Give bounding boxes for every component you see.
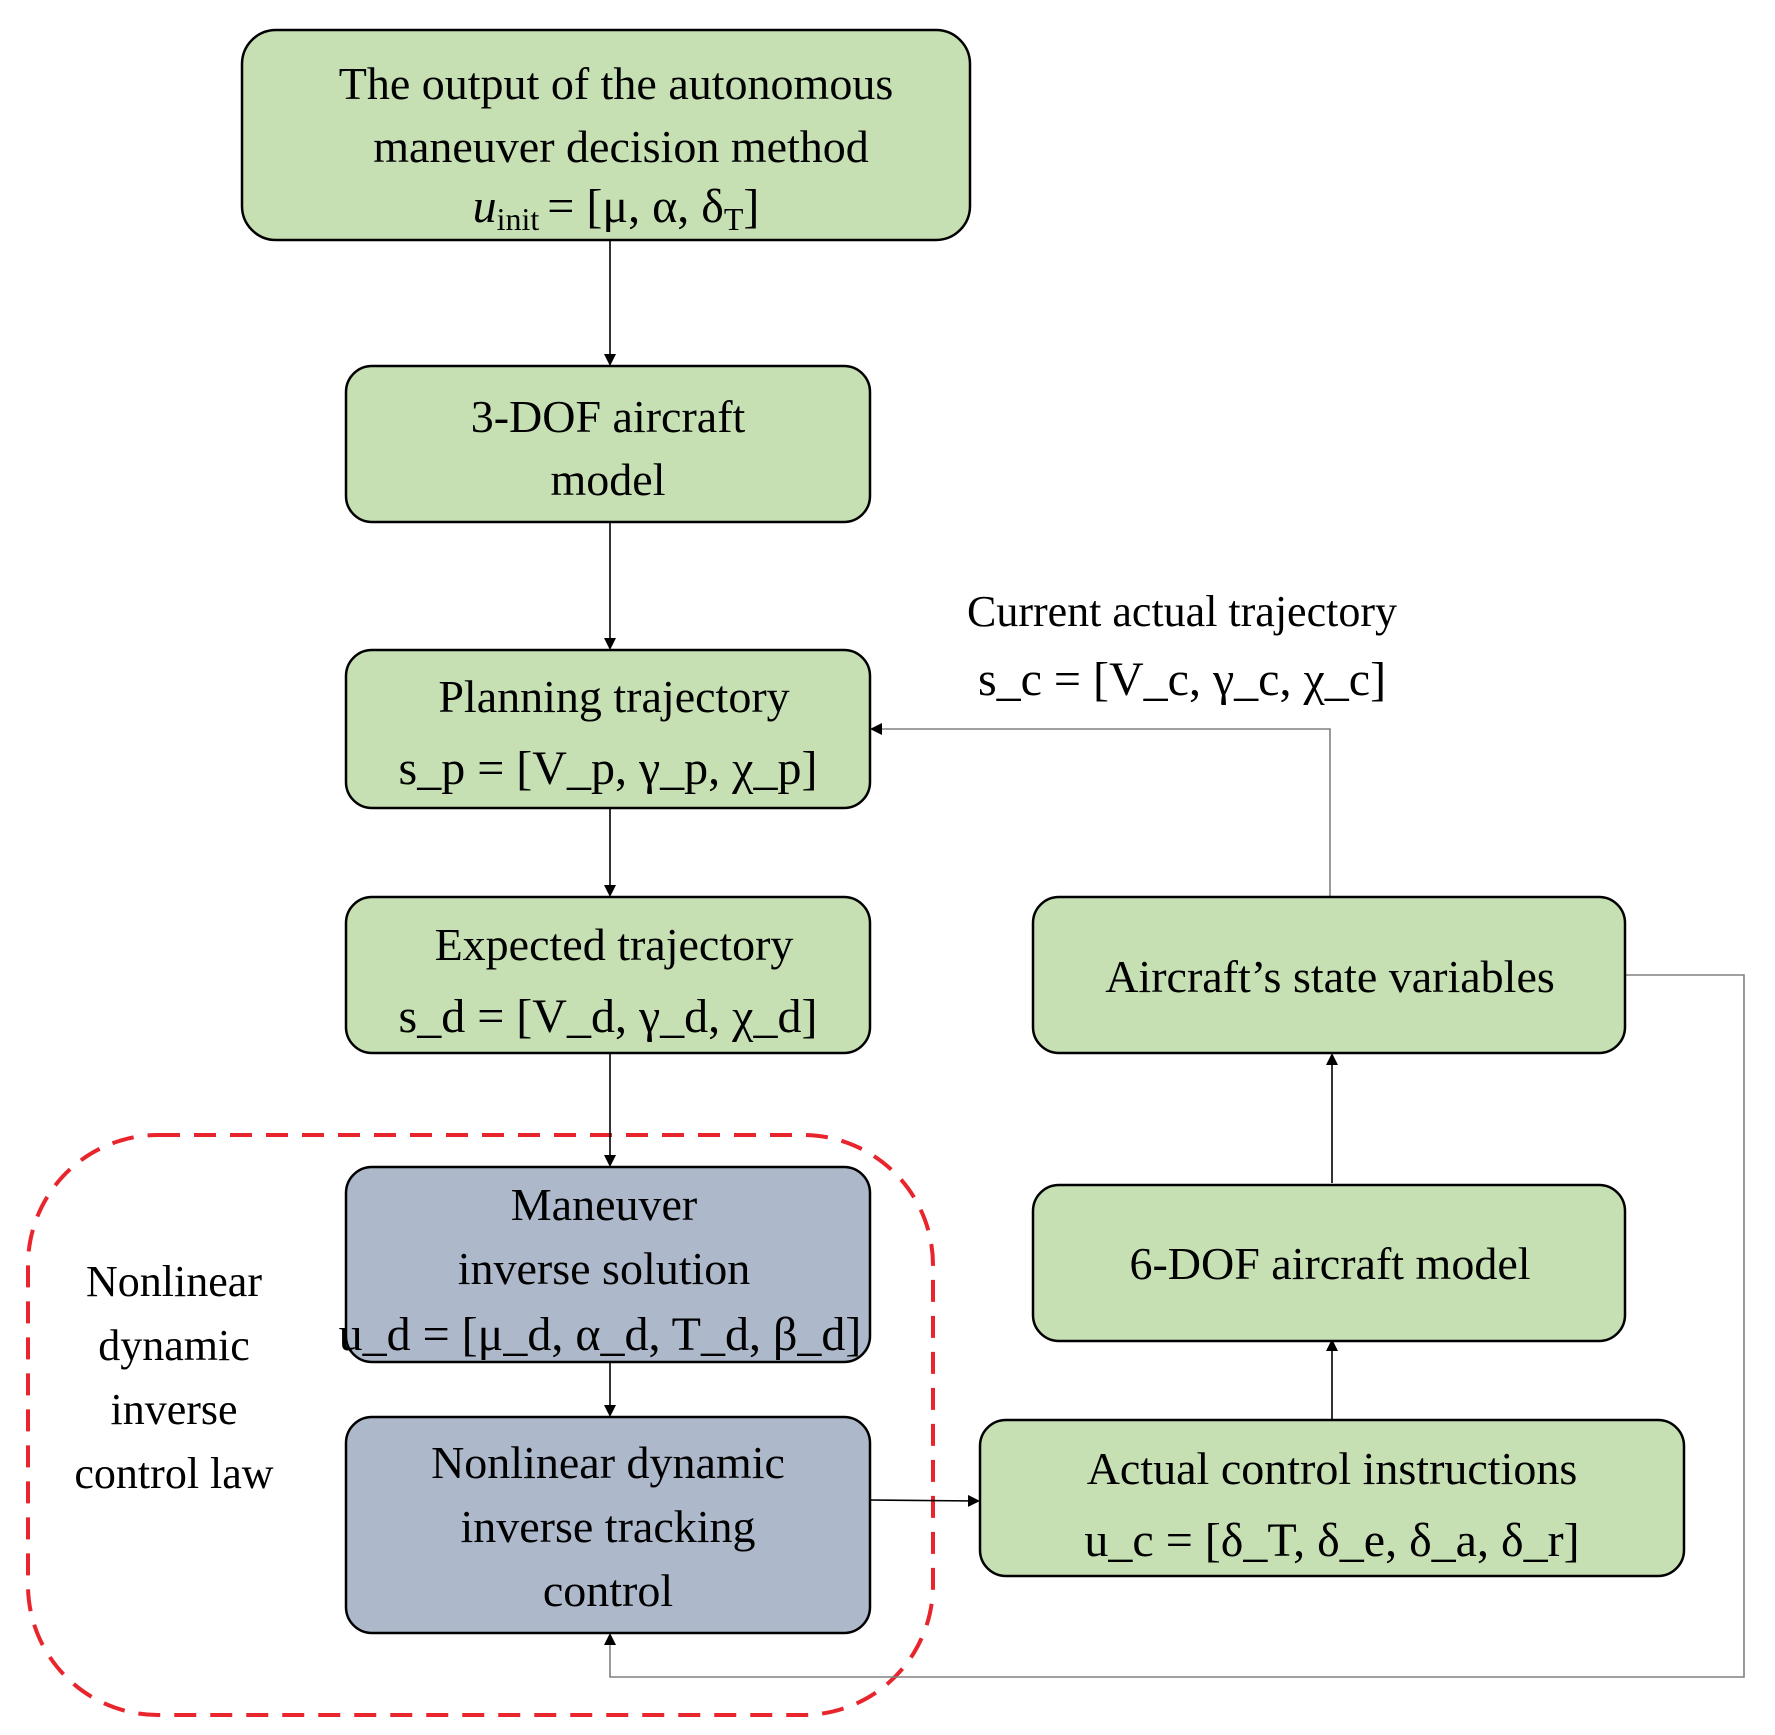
ndi-law-line4: control law: [74, 1449, 273, 1498]
node-maneuver-inverse-solution: Maneuver inverse solution u_d = [μ_d, α_…: [339, 1165, 872, 1364]
node-expected-trajectory: Expected trajectory s_d = [V_d, γ_d, χ_d…: [344, 895, 872, 1055]
edges: [604, 240, 1745, 1678]
autonomous-output-line2: maneuver decision method: [373, 121, 869, 172]
ndi-control-law-region: [26, 1133, 935, 1717]
maneuver-inverse-line2: inverse solution: [458, 1243, 751, 1294]
node-actual-control-instructions: Actual control instructions u_c = [δ_T, …: [978, 1418, 1686, 1578]
planning-trajectory-line1: Planning trajectory: [438, 671, 789, 722]
ndi-tracking-line2: inverse tracking: [460, 1501, 755, 1552]
autonomous-output-line1: The output of the autonomous: [339, 58, 893, 109]
expected-trajectory-line1: Expected trajectory: [435, 919, 794, 970]
node-planning-trajectory: Planning trajectory s_p = [V_p, γ_p, χ_p…: [344, 648, 872, 810]
expected-trajectory-equation: s_d = [V_d, γ_d, χ_d]: [399, 990, 818, 1043]
maneuver-inverse-line1: Maneuver: [511, 1179, 697, 1230]
ndi-law-line1: Nonlinear: [86, 1257, 262, 1306]
autonomous-output-equation: uinit= [μ, α, δT]: [473, 180, 760, 237]
edge-state-to-planning: [870, 723, 1331, 897]
current-trajectory-equation: s_c = [V_c, γ_c, χ_c]: [978, 653, 1386, 706]
state-variables-line1: Aircraft’s state variables: [1105, 951, 1555, 1002]
edge-ndi-to-actual: [867, 1494, 980, 1507]
actual-control-equation: u_c = [δ_T, δ_e, δ_a, δ_r]: [1084, 1514, 1579, 1567]
6dof-model-line1: 6-DOF aircraft model: [1129, 1238, 1530, 1289]
current-trajectory-line1: Current actual trajectory: [967, 587, 1397, 636]
ndi-tracking-line3: control: [543, 1565, 673, 1616]
edge-state-to-ndi-feedback: [604, 974, 1745, 1678]
planning-trajectory-equation: s_p = [V_p, γ_p, χ_p]: [399, 742, 818, 795]
ndi-law-line3: inverse: [110, 1385, 237, 1434]
label-current-actual-trajectory: Current actual trajectory s_c = [V_c, γ_…: [967, 587, 1397, 706]
ndi-tracking-line1: Nonlinear dynamic: [431, 1437, 785, 1488]
node-aircraft-state-variables: Aircraft’s state variables: [1031, 895, 1627, 1055]
node-autonomous-output: The output of the autonomous maneuver de…: [240, 28, 972, 242]
node-ndi-tracking-control: Nonlinear dynamic inverse tracking contr…: [344, 1415, 872, 1635]
maneuver-inverse-equation: u_d = [μ_d, α_d, T_d, β_d]: [339, 1308, 862, 1361]
node-3dof-aircraft-model: 3-DOF aircraft model: [344, 364, 872, 524]
label-ndi-control-law: Nonlinear dynamic inverse control law: [74, 1257, 273, 1498]
ndi-law-line2: dynamic: [98, 1321, 250, 1370]
3dof-model-line2: model: [551, 454, 666, 505]
actual-control-line1: Actual control instructions: [1087, 1443, 1578, 1494]
node-6dof-aircraft-model: 6-DOF aircraft model: [1031, 1183, 1627, 1343]
3dof-model-line1: 3-DOF aircraft: [471, 391, 746, 442]
